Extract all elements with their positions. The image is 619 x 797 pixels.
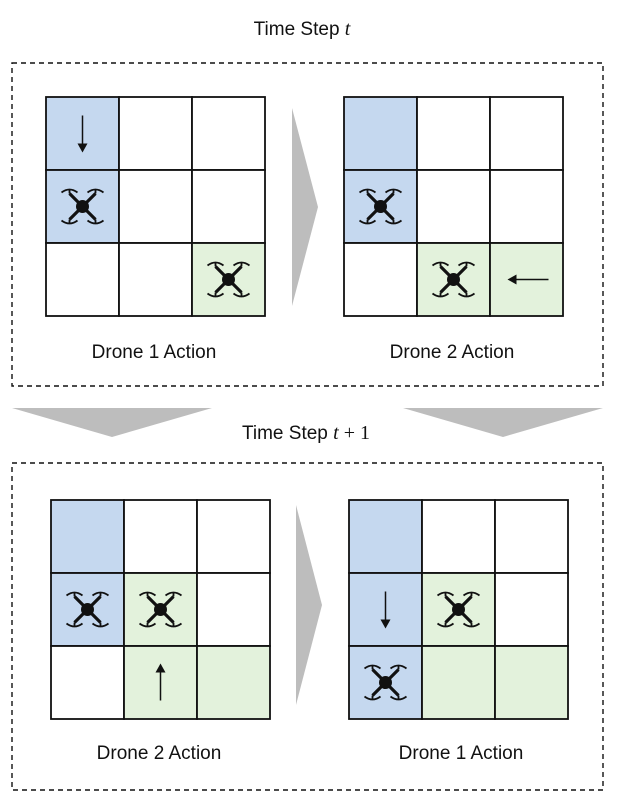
grid-cell [421,499,496,574]
down-arrow-left [12,408,212,437]
grid-cell [196,499,271,574]
grid-cell [489,169,564,244]
grid-cell [45,242,120,317]
grid-cell [196,645,271,720]
action-arrow-left-icon [507,274,549,285]
grid-cell [50,499,125,574]
panel-t-drone2-action [343,96,564,317]
grid-cell [118,96,193,171]
grid-cell [416,96,491,171]
panel-label-drone1-action-bottom: Drone 1 Action [399,743,524,764]
grid-cell [343,96,418,171]
panel-t-drone1-action [45,96,266,317]
down-arrow-right [403,408,603,437]
grid-cell [348,499,423,574]
transition-arrow-bottom [296,505,322,705]
action-arrow-up-icon [155,663,166,701]
title-time-step-t: Time Step t [254,18,351,40]
transition-arrow-top [292,108,318,306]
grid-cell [494,645,569,720]
grid-cell [494,572,569,647]
action-arrow-down-icon [380,591,391,629]
grid-cell [118,169,193,244]
grid-cell [118,242,193,317]
grid-cell [191,169,266,244]
action-arrow-down-icon [77,115,88,153]
grid-cell [421,645,496,720]
panel-label-drone1-action-top: Drone 1 Action [92,342,217,363]
grid-cell [196,572,271,647]
title-time-step-t-plus-1: Time Step t + 1 [242,422,370,444]
grid-cell [494,499,569,574]
grid-cell [416,169,491,244]
grid-cell [343,242,418,317]
timestep-t-box [11,62,604,387]
grid-cell [50,645,125,720]
panel-t1-drone2-action [50,499,271,720]
grid-cell [123,499,198,574]
grid-cell [191,96,266,171]
panel-label-drone2-action-bottom: Drone 2 Action [97,743,222,764]
panel-label-drone2-action-top: Drone 2 Action [390,342,515,363]
panel-t1-drone1-action [348,499,569,720]
grid-cell [489,96,564,171]
